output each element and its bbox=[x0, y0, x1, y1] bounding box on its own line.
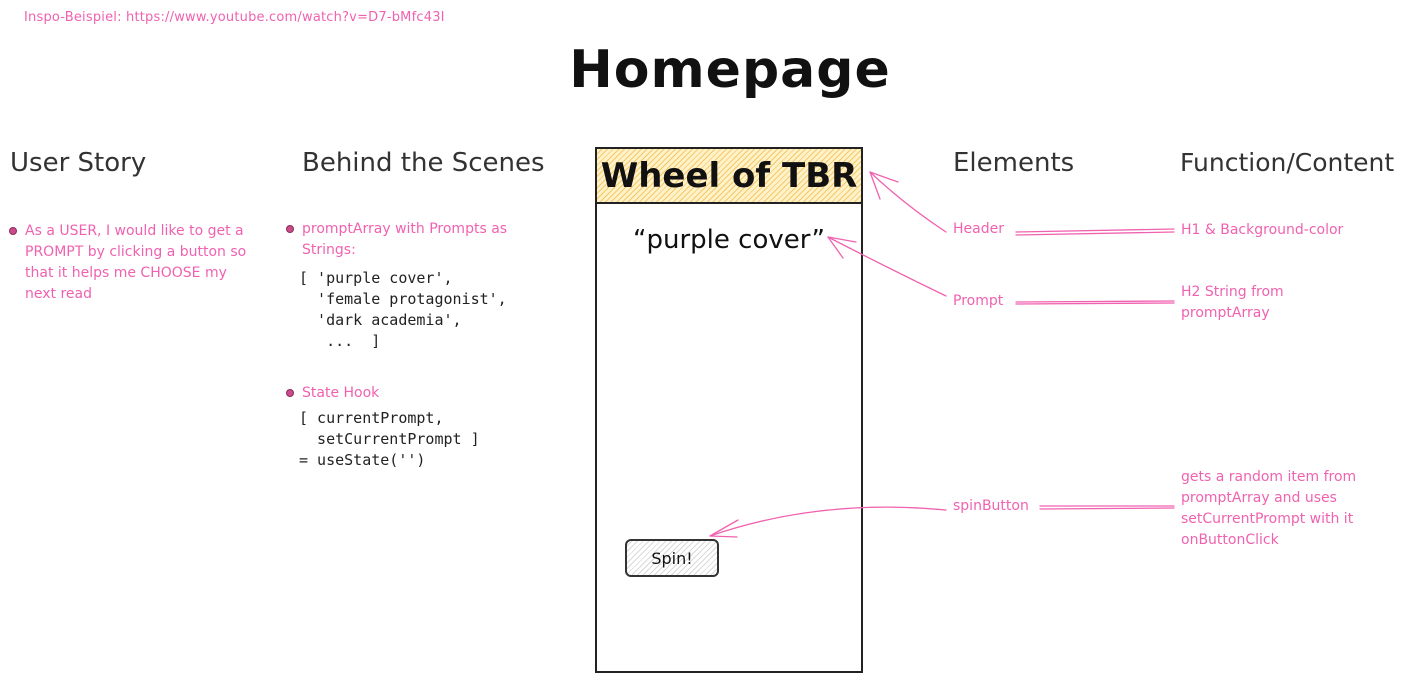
column-heading-elements: Elements bbox=[953, 148, 1075, 178]
prompt-array-note: promptArray with Prompts as Strings: bbox=[286, 219, 517, 261]
arrowhead-spin bbox=[709, 519, 739, 538]
wireframe-phone-frame: Wheel of TBR “purple cover” Spin! bbox=[595, 147, 863, 673]
function-spin: gets a random item from promptArray and … bbox=[1181, 469, 1357, 548]
column-heading-user-story: User Story bbox=[10, 148, 147, 178]
bullet-icon bbox=[286, 225, 294, 233]
element-label-spin-button: spinButton bbox=[953, 498, 1029, 514]
user-story-note: As a USER, I would like to get a PROMPT … bbox=[9, 221, 257, 305]
state-hook-note-text: State Hook bbox=[302, 385, 380, 401]
state-hook-code: [ currentPrompt, setCurrentPrompt ] = us… bbox=[299, 409, 480, 469]
element-label-prompt: Prompt bbox=[953, 293, 1004, 309]
arrowhead-header bbox=[869, 171, 899, 200]
arrow-prompt bbox=[827, 236, 947, 297]
column-heading-behind-the-scenes: Behind the Scenes bbox=[302, 148, 545, 178]
mockup-prompt: “purple cover” bbox=[633, 225, 825, 255]
connector-prompt bbox=[1015, 300, 1175, 305]
connector-header bbox=[1015, 228, 1175, 236]
mockup-header: Wheel of TBR bbox=[597, 149, 861, 204]
bullet-icon bbox=[286, 389, 294, 397]
arrow-spin bbox=[709, 506, 947, 537]
arrow-header bbox=[869, 171, 947, 233]
arrowhead-prompt bbox=[827, 236, 857, 259]
user-story-text: As a USER, I would like to get a PROMPT … bbox=[25, 223, 247, 302]
inspo-link-note: Inspo-Beispiel: https://www.youtube.com/… bbox=[24, 10, 445, 25]
bullet-icon bbox=[9, 227, 17, 235]
prompt-array-note-text: promptArray with Prompts as Strings: bbox=[302, 221, 508, 258]
page-title: Homepage bbox=[569, 40, 891, 100]
function-header: H1 & Background-color bbox=[1181, 222, 1344, 238]
prompt-array-code: [ 'purple cover', 'female protagonist', … bbox=[299, 269, 507, 350]
column-heading-function-content: Function/Content bbox=[1180, 148, 1395, 177]
element-label-header: Header bbox=[953, 221, 1004, 237]
function-prompt: H2 String from promptArray bbox=[1181, 284, 1284, 321]
connector-spin bbox=[1039, 505, 1175, 510]
spin-button[interactable]: Spin! bbox=[625, 539, 719, 577]
state-hook-note: State Hook bbox=[286, 383, 380, 404]
